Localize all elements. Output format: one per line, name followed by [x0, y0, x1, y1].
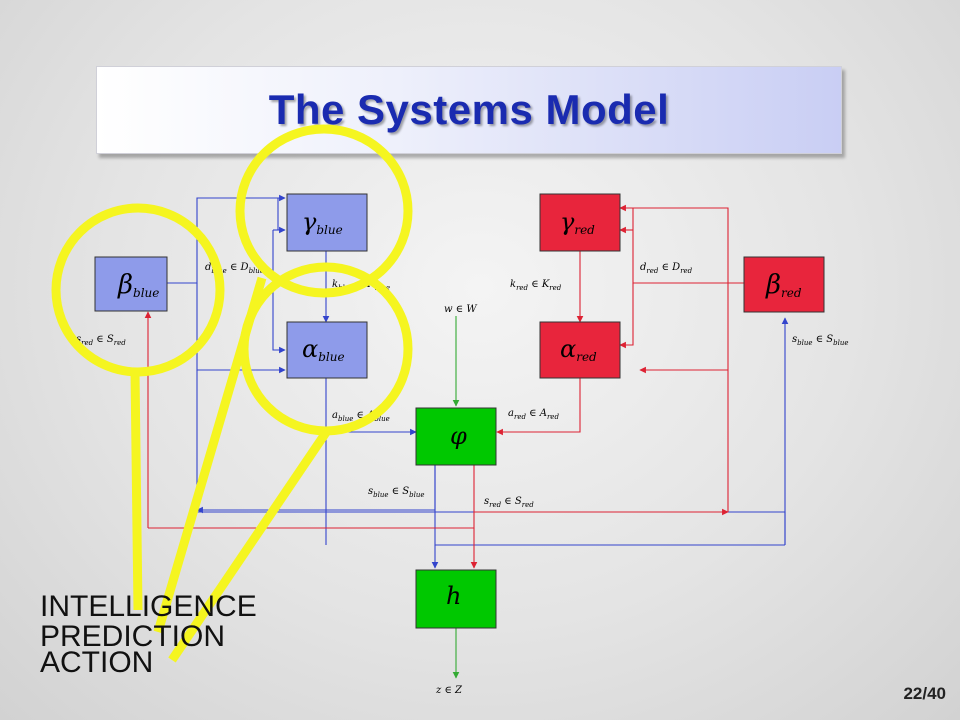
beta-red-symbol: β: [765, 270, 781, 300]
pointer-line-intelligence: [130, 371, 143, 611]
page-number: 22/40: [903, 684, 946, 703]
gamma-blue-subscript: blue: [316, 223, 342, 237]
gamma-red-symbol: γ: [560, 208, 575, 236]
svg-text:βred: βred: [765, 270, 802, 300]
box-alpha-red: αred: [539, 321, 621, 379]
label-s-blue-mid: sblue ∈ Sblue: [368, 486, 425, 499]
label-prediction: PREDICTION: [40, 620, 226, 653]
pointer-line-action: [168, 428, 331, 663]
alpha-red-symbol: α: [560, 335, 576, 363]
box-beta-red: βred: [743, 256, 825, 313]
label-a-red: ared ∈ Ared: [508, 408, 559, 421]
box-gamma-red: γred: [539, 193, 621, 252]
label-s-red-mid: sred ∈ Sred: [484, 496, 534, 509]
connector-lines: [144, 194, 789, 679]
label-w: w ∈ W: [444, 304, 477, 315]
beta-red-subscript: red: [781, 286, 802, 300]
svg-text:βblue: βblue: [117, 270, 159, 300]
phi-symbol: φ: [450, 422, 467, 450]
title-banner: The Systems Model: [96, 66, 842, 154]
box-h: h: [415, 569, 497, 629]
label-action: ACTION: [40, 646, 154, 679]
box-phi: φ: [415, 407, 497, 466]
label-z: z ∈ Z: [435, 685, 463, 696]
label-d-red: dred ∈ Dred: [640, 262, 693, 275]
box-beta-blue: βblue: [94, 256, 168, 312]
box-alpha-blue: αblue: [286, 321, 368, 379]
svg-text:αblue: αblue: [302, 335, 345, 364]
beta-blue-subscript: blue: [133, 286, 159, 300]
highlight-annotations: [51, 124, 413, 663]
box-gamma-blue: γblue: [286, 193, 368, 252]
highlight-circle-prediction: [235, 124, 413, 298]
svg-text:γred: γred: [560, 208, 595, 237]
svg-text:γblue: γblue: [302, 208, 343, 237]
pointer-line-prediction: [153, 276, 267, 634]
label-intelligence: INTELLIGENCE: [40, 590, 257, 623]
svg-text:αred: αred: [560, 335, 597, 364]
h-symbol: h: [446, 582, 461, 610]
label-s-blue-right: sblue ∈ Sblue: [792, 334, 849, 347]
gamma-blue-symbol: γ: [302, 208, 317, 236]
slide-title: The Systems Model: [268, 86, 670, 133]
label-s-red-left: sred ∈ Sred: [76, 334, 126, 347]
alpha-red-subscript: red: [576, 350, 597, 364]
alpha-blue-symbol: α: [302, 335, 318, 363]
label-k-red: kred ∈ Kred: [510, 279, 562, 292]
alpha-blue-subscript: blue: [318, 350, 344, 364]
gamma-red-subscript: red: [574, 223, 595, 237]
beta-blue-symbol: β: [117, 270, 133, 300]
